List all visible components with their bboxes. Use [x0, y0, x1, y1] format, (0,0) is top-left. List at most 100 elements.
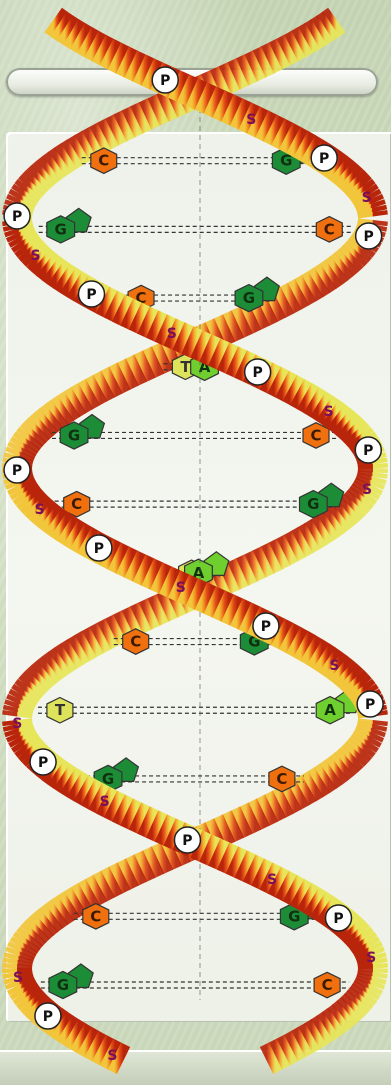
strand-one-segment [161, 828, 171, 833]
strand-one-segment [153, 608, 163, 613]
strand-one-segment [26, 188, 30, 193]
strand-one-segment [290, 44, 298, 49]
strand-one-segment [81, 788, 89, 793]
strand-two-segment [219, 604, 229, 609]
strand-two-segment [115, 376, 124, 381]
strand-two-segment [139, 68, 149, 73]
strand-two-segment [17, 960, 18, 965]
strand-two-segment [237, 320, 247, 325]
strand-one-segment [365, 988, 368, 993]
strand-one-segment [325, 524, 332, 529]
strand-one-segment [24, 192, 27, 197]
strand-two-segment [157, 356, 167, 361]
strand-one-segment [46, 668, 52, 673]
thymine-base-label: T [55, 701, 66, 719]
strand-two-segment [183, 88, 193, 93]
phosphate-marker: P [35, 1003, 61, 1029]
strand-two-segment [156, 576, 166, 581]
sugar-label: S [35, 502, 45, 518]
strand-two-segment [148, 860, 158, 865]
strand-two-segment [262, 124, 271, 129]
strand-one-segment [359, 996, 363, 1001]
strand-two-segment [92, 1044, 100, 1049]
strand-one-segment [75, 148, 83, 153]
strand-two-segment [65, 1028, 72, 1033]
sugar-label: S [329, 658, 339, 674]
strand-one-segment [305, 1036, 313, 1041]
sugar-label: S [176, 580, 186, 596]
strand-two-segment [71, 400, 79, 405]
strand-one-segment [371, 476, 372, 481]
strand-one-segment [297, 892, 305, 897]
strand-one-segment [56, 660, 63, 665]
phosphate-label: P [43, 1009, 53, 1025]
strand-one-segment [267, 56, 276, 61]
strand-one-segment [331, 1020, 337, 1025]
strand-one-segment [20, 700, 22, 705]
strand-two-segment [54, 412, 60, 417]
strand-two-segment [139, 568, 149, 573]
cytosine-base-label: C [276, 770, 287, 788]
strand-two-segment [353, 252, 357, 257]
strand-two-segment [301, 288, 309, 293]
strand-one-segment [346, 1008, 351, 1013]
strand-one-segment [365, 944, 368, 949]
strand-one-segment [127, 620, 136, 625]
strand-two-segment [123, 372, 132, 377]
strand-one-segment [37, 676, 42, 681]
strand-one-segment [224, 576, 234, 581]
strand-two-segment [286, 136, 295, 141]
strand-two-segment [71, 900, 79, 905]
strand-two-segment [360, 688, 364, 693]
strand-two-segment [78, 896, 86, 901]
strand-one-segment [62, 776, 69, 781]
strand-one-segment [341, 512, 347, 517]
strand-one-segment [74, 784, 82, 789]
strand-one-segment [22, 196, 25, 201]
strand-two-segment [78, 396, 86, 401]
strand-two-segment [372, 212, 373, 217]
strand-one-segment [241, 568, 251, 573]
strand-one-segment [144, 820, 154, 825]
strand-two-segment [59, 24, 66, 29]
strand-one-segment [24, 692, 27, 697]
strand-one-segment [224, 76, 234, 81]
strand-one-segment [29, 748, 33, 753]
phosphate-marker: P [174, 827, 200, 853]
strand-one-segment [282, 884, 291, 889]
strand-two-segment [148, 360, 158, 365]
sugar-label: S [167, 326, 177, 342]
strand-one-segment [26, 744, 30, 749]
phosphate-label: P [333, 911, 343, 927]
strand-one-segment [118, 808, 127, 813]
strand-one-segment [355, 432, 359, 437]
strand-two-segment [328, 772, 335, 777]
strand-two-segment [131, 64, 140, 69]
strand-one-segment [341, 1012, 347, 1017]
strand-one-segment [341, 420, 347, 425]
strand-one-segment [351, 1004, 356, 1009]
strand-one-segment [355, 1000, 359, 1005]
strand-one-segment [21, 736, 24, 741]
strand-one-segment [318, 904, 325, 909]
phosphate-label: P [12, 463, 22, 479]
strand-two-segment [192, 592, 202, 597]
strand-one-segment [51, 664, 57, 669]
strand-two-segment [262, 308, 271, 313]
sugar-label: S [13, 970, 23, 986]
strand-one-segment [187, 340, 197, 345]
strand-one-segment [46, 168, 52, 173]
strand-one-segment [241, 864, 251, 869]
strand-two-segment [131, 868, 141, 873]
strand-one-segment [111, 128, 120, 133]
strand-two-segment [357, 748, 361, 753]
cytosine-base-label: C [71, 495, 82, 513]
strand-one-segment [241, 68, 251, 73]
strand-one-segment [351, 428, 356, 433]
strand-one-segment [232, 360, 242, 365]
strand-two-segment [279, 300, 288, 305]
strand-two-segment [25, 492, 28, 497]
